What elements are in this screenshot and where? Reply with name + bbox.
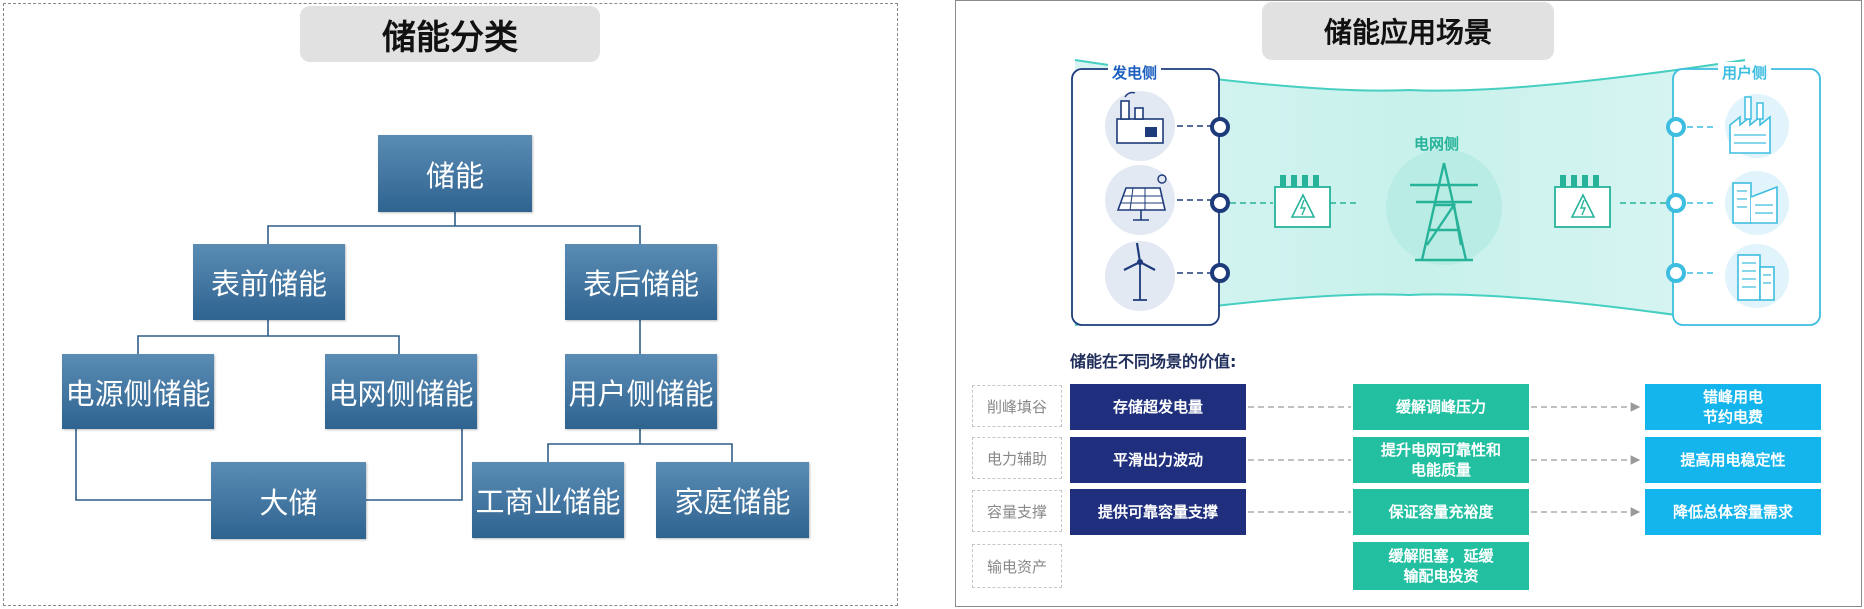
- row-label-ancillary-service: 电力辅助: [972, 437, 1062, 479]
- user-value-cell: 降低总体容量需求: [1645, 489, 1821, 535]
- scenarios-title: 储能应用场景: [1262, 2, 1554, 60]
- user-value-cell: 错峰用电 节约电费: [1645, 384, 1821, 430]
- storage-unit-right-icon: [1554, 175, 1611, 228]
- industrial-factory-icon: [1725, 94, 1789, 158]
- transmission-tower-icon: [1386, 149, 1502, 265]
- node-front-of-meter: 表前储能: [193, 244, 345, 320]
- grid-side-label: 电网侧: [1414, 135, 1460, 153]
- factory-power-plant-icon: [1105, 91, 1175, 161]
- grid-value-cell: 缓解阻塞，延缓 输配电投资: [1353, 542, 1529, 590]
- connector-node: [1210, 117, 1230, 137]
- node-household: 家庭储能: [656, 462, 809, 538]
- gen-value-cell: 存储超发电量: [1070, 384, 1246, 430]
- row-label-transmission-assets: 输电资产: [972, 544, 1062, 588]
- solar-panel-icon: [1105, 165, 1175, 235]
- grid-value-cell: 缓解调峰压力: [1353, 384, 1529, 430]
- value-arrows: [1248, 402, 1641, 517]
- node-grid-side: 电网侧储能: [325, 354, 477, 429]
- node-large-scale: 大储: [211, 462, 366, 539]
- user-value-cell: 提高用电稳定性: [1645, 437, 1821, 483]
- gen-value-cell: 平滑出力波动: [1070, 437, 1246, 483]
- value-section-title: 储能在不同场景的价值:: [1070, 352, 1237, 371]
- commercial-building-icon: [1725, 171, 1789, 235]
- classification-title: 储能分类: [300, 6, 600, 62]
- tree-connectors: [75, 212, 733, 501]
- generation-side-label: 发电侧: [1108, 62, 1162, 83]
- application-scenarios-panel: [955, 0, 1862, 607]
- row-label-capacity-support: 容量支撑: [972, 490, 1062, 532]
- connector-node: [1666, 193, 1686, 213]
- wind-turbine-icon: [1105, 241, 1175, 311]
- connector-node: [1210, 193, 1230, 213]
- gen-value-cell: 提供可靠容量支撑: [1070, 489, 1246, 535]
- residential-tower-icon: [1725, 244, 1789, 308]
- scenario-illustration: [1071, 59, 1821, 326]
- node-generation-side: 电源侧储能: [62, 354, 214, 429]
- connector-node: [1666, 263, 1686, 283]
- user-side-label: 用户侧: [1718, 62, 1772, 83]
- grid-value-cell: 提升电网可靠性和 电能质量: [1353, 437, 1529, 483]
- row-label-peak-shaving: 削峰填谷: [972, 385, 1062, 427]
- node-energy-storage: 储能: [378, 135, 532, 212]
- grid-value-cell: 保证容量充裕度: [1353, 489, 1529, 535]
- storage-unit-left-icon: [1274, 175, 1331, 228]
- storage-classification-panel: [3, 3, 898, 606]
- node-user-side: 用户侧储能: [565, 354, 717, 429]
- connector-node: [1666, 117, 1686, 137]
- node-behind-meter: 表后储能: [565, 244, 717, 320]
- connector-node: [1210, 263, 1230, 283]
- node-commercial-industrial: 工商业储能: [472, 462, 624, 538]
